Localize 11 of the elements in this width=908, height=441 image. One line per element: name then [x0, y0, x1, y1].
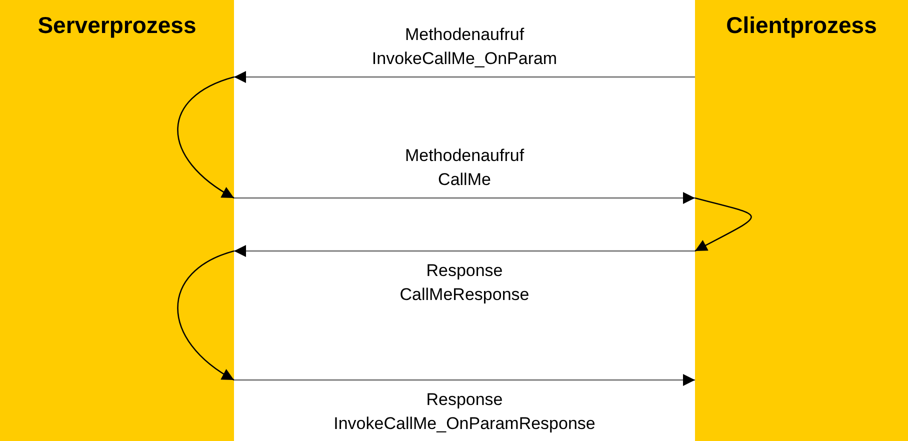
lane-title: Serverprozess: [36, 12, 198, 39]
arrow: [234, 374, 695, 386]
arrow: [234, 192, 695, 204]
arrow: [177, 76, 234, 199]
lane-band: [695, 0, 908, 441]
arrow: [234, 71, 695, 83]
arrow: [177, 250, 234, 381]
arrow: [234, 245, 695, 257]
arrow: [694, 197, 752, 252]
lane-band: [0, 0, 234, 441]
lane-title: Clientprozess: [725, 12, 878, 39]
